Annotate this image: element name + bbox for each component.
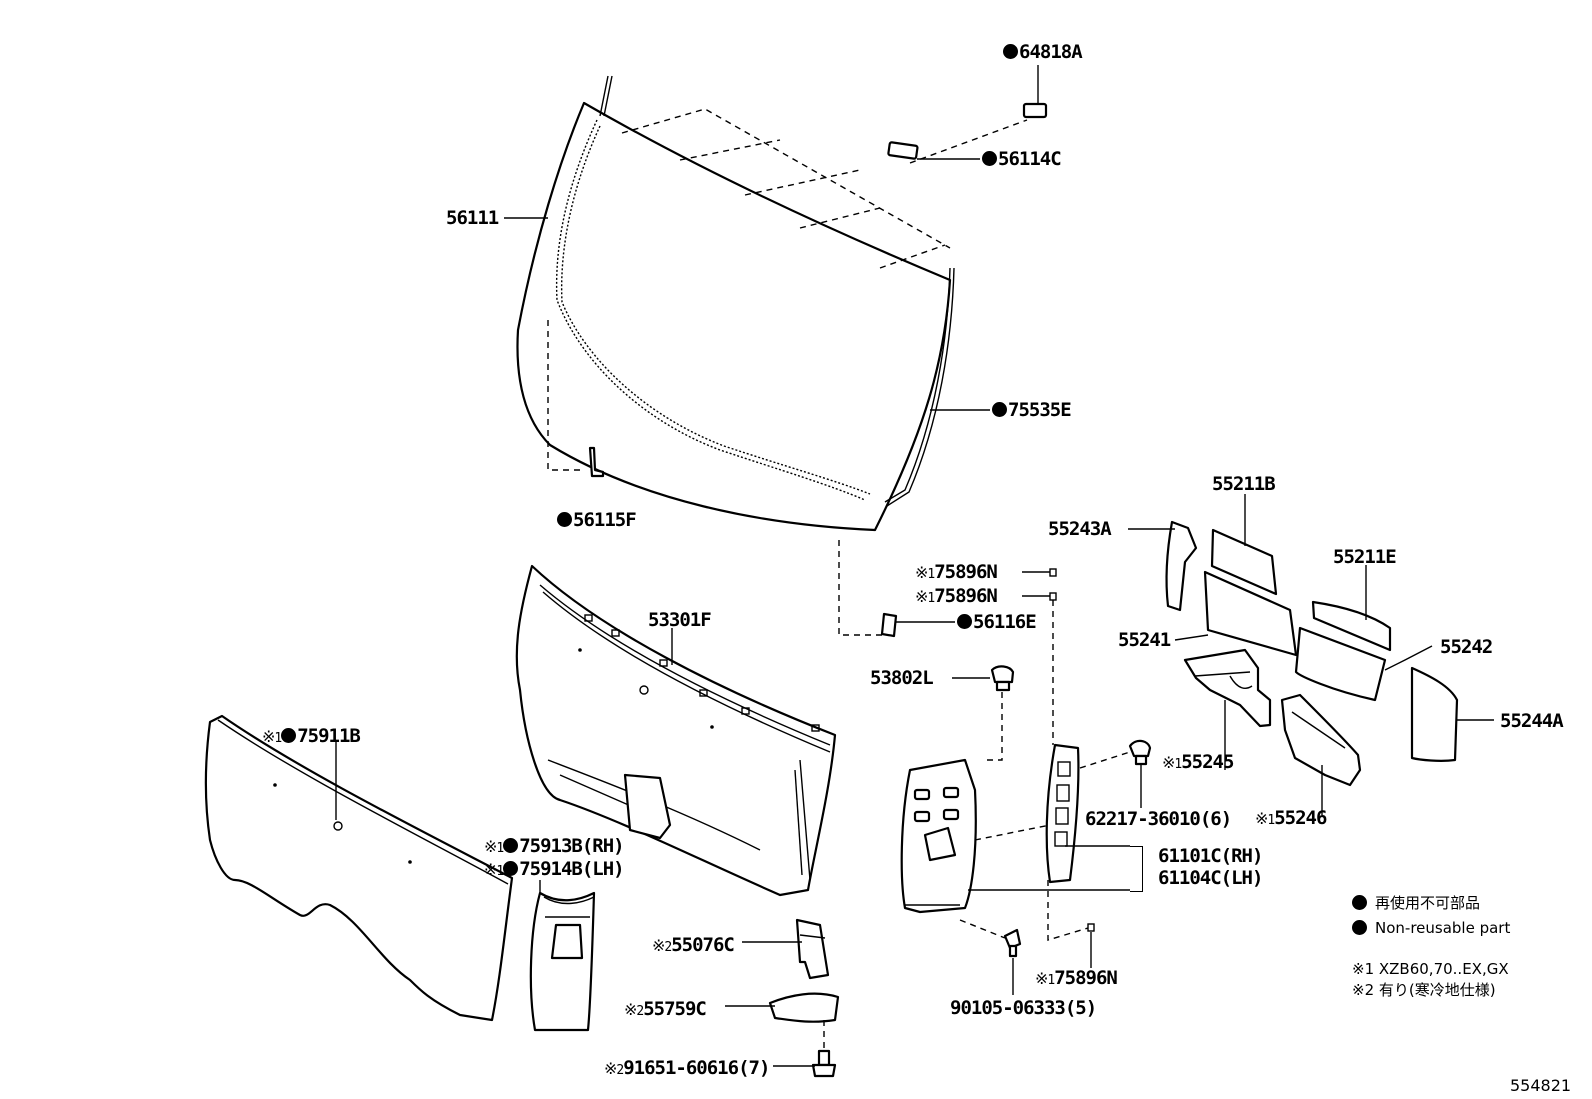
clip-62217 [1128, 739, 1152, 766]
callout-bracket [1130, 846, 1143, 892]
rear-pillar-trim [900, 758, 977, 914]
bracket-55076C [795, 918, 830, 980]
clip-75896N-b [1049, 592, 1057, 601]
label-61101C: 61101C(RH) [1158, 845, 1263, 867]
clip-75896N-c [1087, 923, 1095, 932]
back-door-panel [515, 564, 837, 897]
door-trim-board [204, 714, 514, 1022]
bracket-55245 [1183, 648, 1272, 728]
screw-91651 [811, 1049, 837, 1078]
legend-non-reusable-jp: 再使用不可部品 [1352, 893, 1480, 913]
stopper-64818A [1022, 102, 1048, 119]
pad-55241 [1203, 570, 1298, 657]
legend-note-1: ※1 XZB60,70..EX,GX [1352, 960, 1509, 978]
label-75535E: 75535E [992, 400, 1072, 420]
insulator-55759C [768, 992, 840, 1023]
label-56114C: 56114C [982, 149, 1062, 169]
legend-note-2: ※2 有り(寒冷地仕様) [1352, 981, 1496, 999]
label-75896N-c: ※175896N [1035, 967, 1118, 989]
label-55759C: ※255759C [624, 998, 707, 1020]
legend-non-reusable-en: Non-reusable part [1352, 918, 1510, 938]
label-55076C: ※255076C [652, 934, 735, 956]
label-75896N-b: ※175896N [915, 585, 998, 607]
label-61104C: 61104C(LH) [1158, 867, 1263, 889]
pad-55211B [1210, 528, 1278, 596]
label-56116E: 56116E [957, 612, 1037, 632]
clip-56115F [588, 446, 605, 478]
label-55211B: 55211B [1212, 473, 1276, 495]
label-55242: 55242 [1440, 636, 1493, 658]
label-53301F: 53301F [648, 609, 712, 631]
label-56115F: 56115F [557, 510, 637, 530]
label-55245: ※155245 [1162, 751, 1234, 773]
bracket-55246 [1280, 693, 1362, 787]
label-53802L: 53802L [870, 667, 934, 689]
label-64818A: 64818A [1003, 42, 1083, 62]
label-56111: 56111 [446, 207, 499, 229]
pad-55243A [1165, 520, 1198, 612]
pillar-inner-panel [1045, 743, 1080, 884]
clip-75896N-a [1049, 568, 1057, 577]
label-55244A: 55244A [1500, 710, 1564, 732]
bolt-90105 [1003, 928, 1022, 958]
clip-53802L [990, 665, 1015, 692]
label-55246: ※155246 [1255, 807, 1327, 829]
pad-55244A [1410, 666, 1459, 762]
back-door-glass [516, 75, 952, 532]
label-90105: 90105-06333(5) [950, 997, 1097, 1019]
label-55241: 55241 [1118, 629, 1171, 651]
diagram-id: 554821 [1510, 1076, 1572, 1095]
label-91651: ※291651-60616(7) [604, 1057, 770, 1079]
spacer-56114C [887, 141, 919, 160]
clip-56116E [880, 612, 898, 638]
glass-molding [884, 267, 951, 503]
pad-55242 [1294, 626, 1387, 702]
label-62217: 62217-36010(6) [1085, 808, 1232, 830]
label-75896N-a: ※175896N [915, 561, 998, 583]
label-55211E: 55211E [1333, 546, 1397, 568]
pillar-garnish [529, 891, 596, 1032]
label-55243A: 55243A [1048, 518, 1112, 540]
